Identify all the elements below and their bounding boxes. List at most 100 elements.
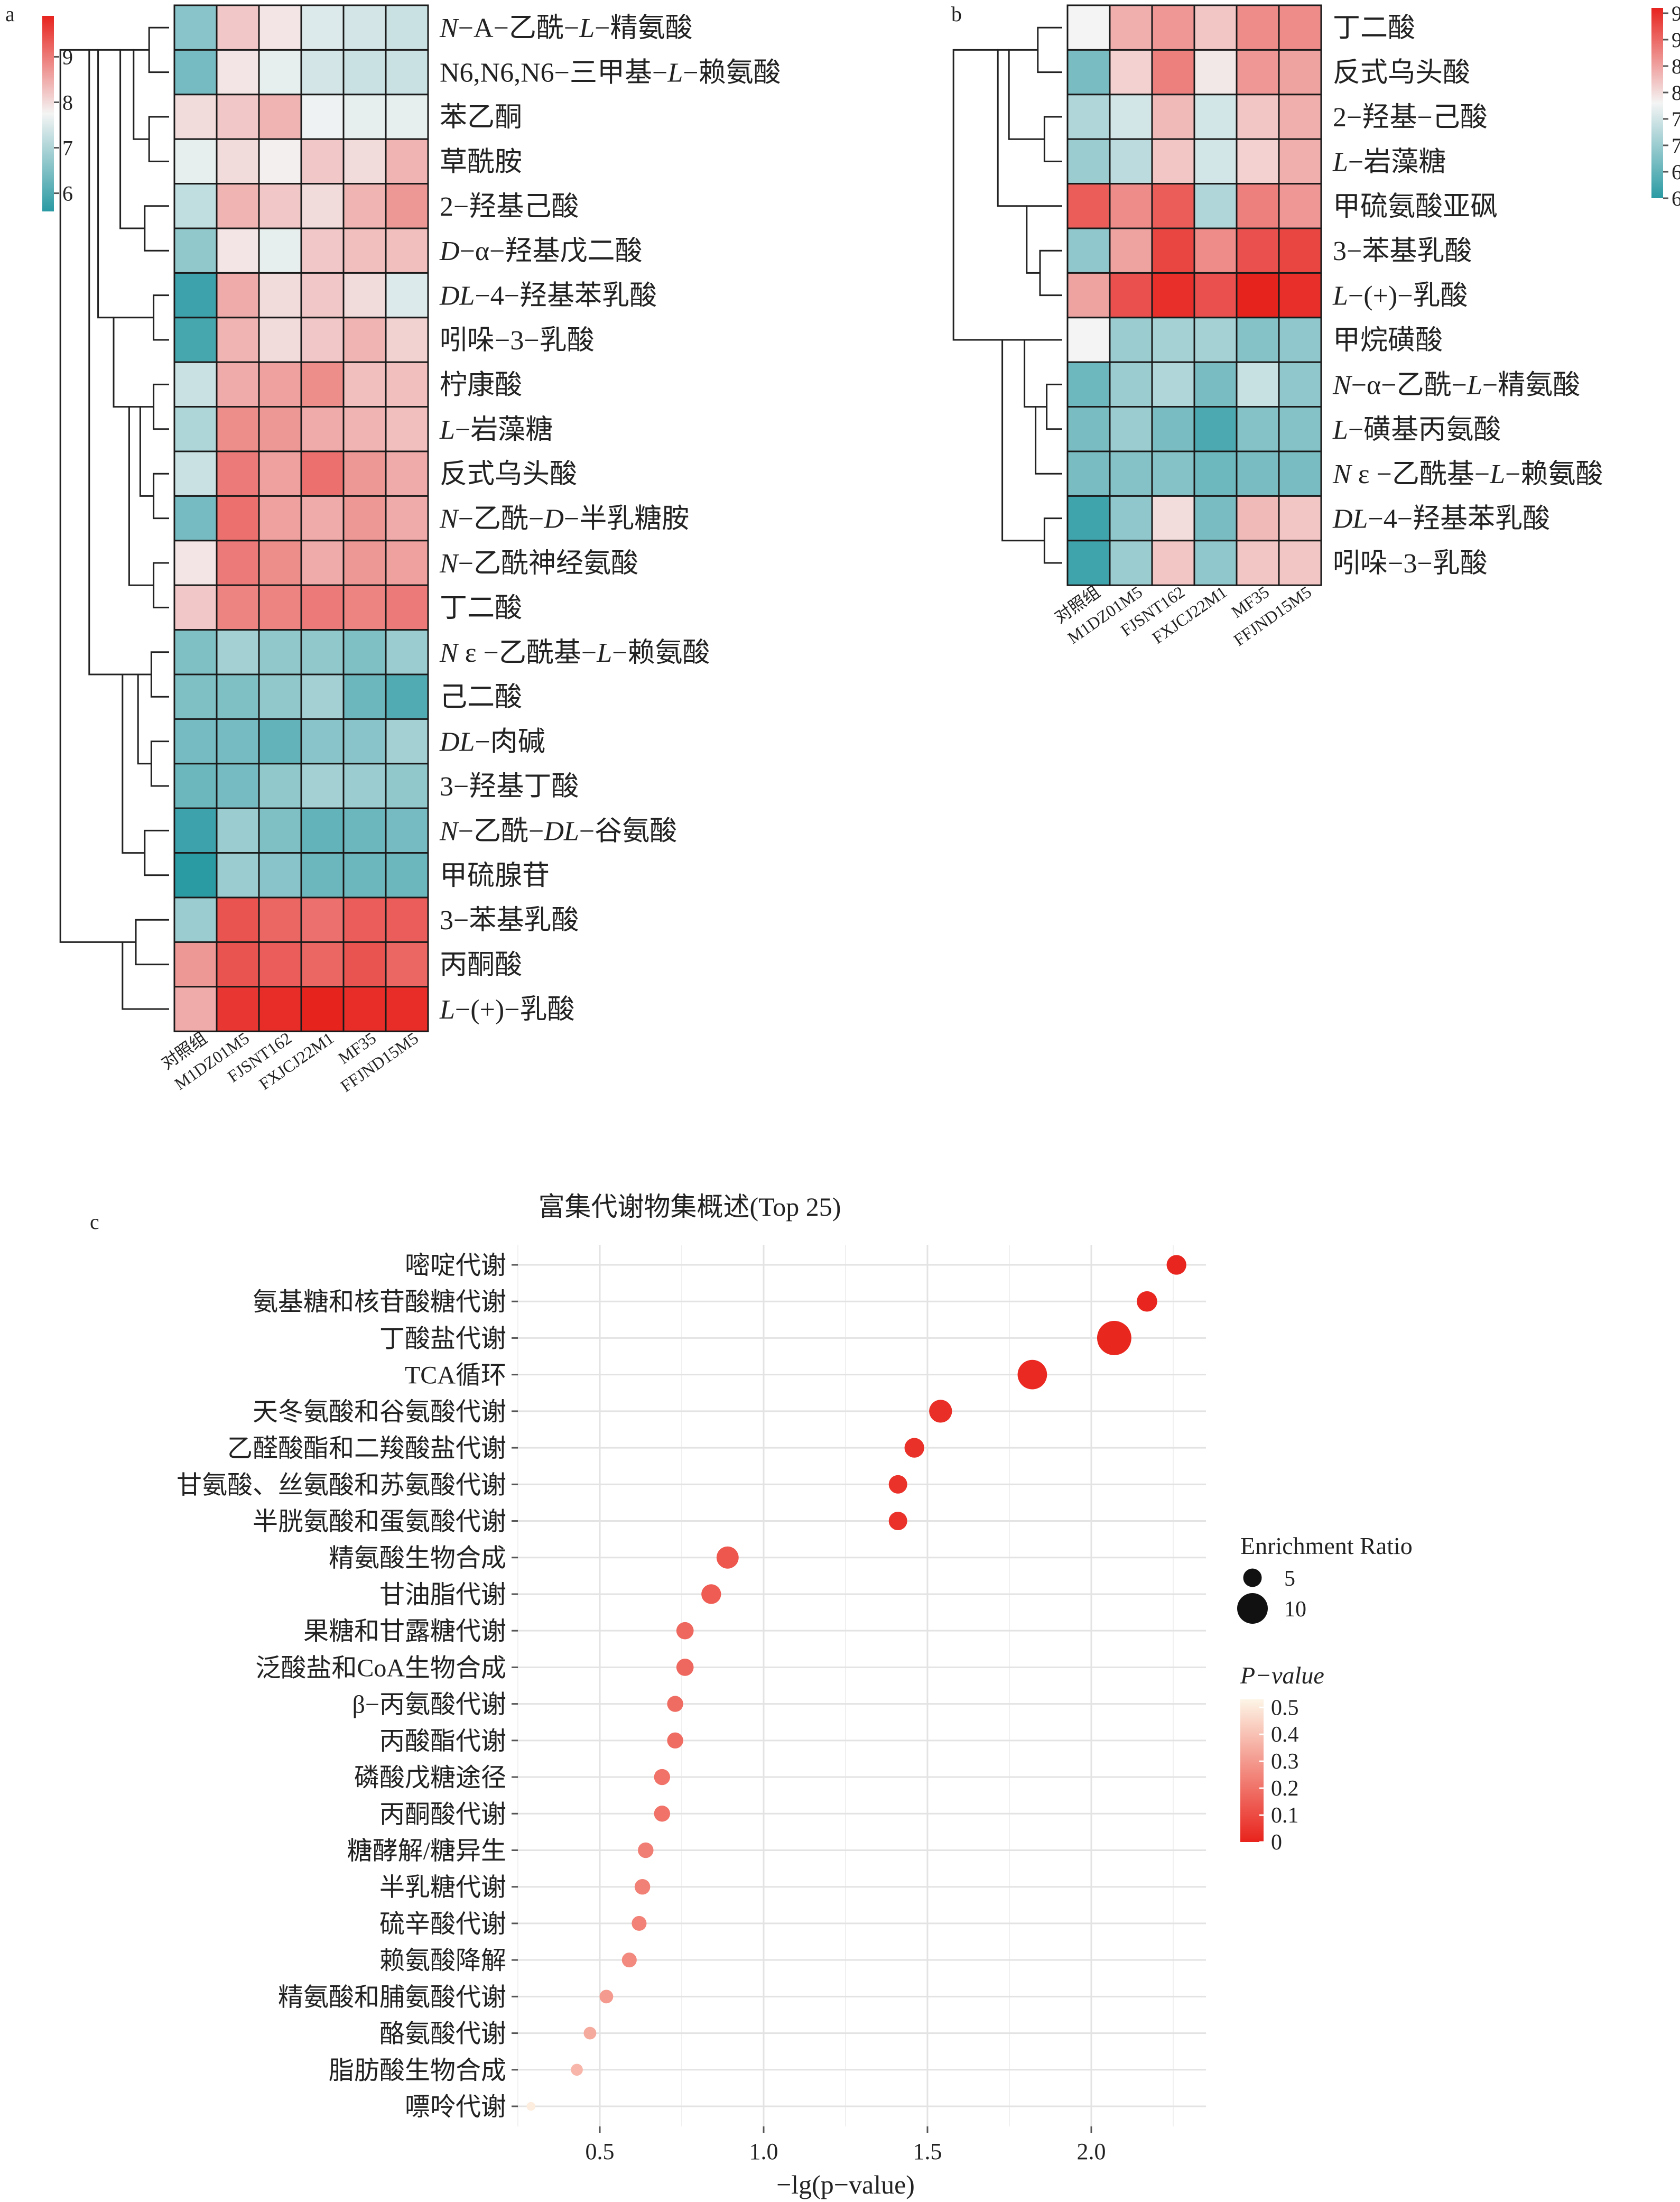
row-label: L−磺基丙氨酸	[1332, 415, 1501, 445]
heatmap-cell	[1109, 317, 1153, 363]
heatmap-cell	[258, 317, 302, 363]
dendrogram-link	[150, 651, 169, 698]
pvalue-legend-gradient	[1240, 1699, 1264, 1842]
row-label: DL−4−羟基苯乳酸	[1332, 504, 1550, 534]
bubble-point	[634, 1879, 651, 1895]
row-label: 甲硫氨酸亚砜	[1333, 192, 1498, 222]
heatmap-cell	[216, 49, 260, 96]
heatmap-cell	[342, 272, 387, 319]
row-label: N−α−乙酰−L−精氨酸	[1332, 370, 1580, 400]
colorbar-tick-label: 8	[1672, 81, 1680, 105]
row-label: N ε −乙酰基−L−赖氨酸	[439, 638, 710, 668]
heatmap-cell	[385, 406, 429, 452]
pvalue-legend: P−value 00.10.20.30.40.5	[1240, 1662, 1324, 1855]
heatmap-cell	[300, 361, 345, 408]
dendrogram-b	[952, 26, 1062, 564]
heatmap-cell	[1193, 49, 1238, 96]
pathway-label: 天冬氨酸和谷氨酸代谢	[253, 1398, 506, 1426]
bubble-point	[888, 1475, 907, 1494]
heatmap-cell	[258, 629, 302, 676]
heatmap-cell	[300, 183, 345, 229]
heatmap-cell	[1066, 540, 1111, 586]
bubble-point	[1137, 1291, 1157, 1312]
heatmap-cell	[300, 406, 345, 452]
heatmap-cell	[342, 807, 387, 854]
heatmap-cell	[385, 763, 429, 809]
x-tick-label: 1.0	[749, 2139, 778, 2164]
heatmap-cell	[173, 852, 218, 899]
bubble-point	[667, 1696, 683, 1712]
heatmap-cell	[300, 896, 345, 943]
heatmap-cell	[1193, 495, 1238, 542]
heatmap-cell	[216, 272, 260, 319]
heatmap-cell	[173, 183, 218, 229]
size-legend-marker	[1243, 1568, 1262, 1587]
colorbar-a-gradient	[42, 16, 54, 211]
plot-area	[518, 1245, 1206, 2126]
colorbar-tick-label: 8	[62, 90, 73, 114]
row-label: 3−苯基乳酸	[440, 905, 579, 936]
heatmap-cell	[258, 138, 302, 185]
pathway-label: 磷酸戊糖途径	[354, 1764, 506, 1792]
heatmap-cell	[385, 450, 429, 497]
pathway-label: 乙醛酸酯和二羧酸盐代谢	[227, 1435, 506, 1463]
heatmap-cell	[1109, 540, 1153, 586]
dendrogram-link	[113, 317, 154, 408]
heatmap-cell	[342, 227, 387, 274]
heatmap-cell	[385, 986, 429, 1032]
dendrogram-link	[148, 116, 169, 162]
heatmap-cell	[1193, 540, 1238, 586]
heatmap-cell	[300, 450, 345, 497]
heatmap-cell	[385, 941, 429, 988]
heatmap-cell	[1193, 450, 1238, 497]
heatmap-cell	[216, 852, 260, 899]
dendrogram-link	[128, 406, 154, 586]
heatmap-cell	[385, 227, 429, 274]
x-tick-label: 0.5	[586, 2139, 615, 2164]
heatmap-cell	[1151, 361, 1195, 408]
heatmap-cell	[1236, 317, 1280, 363]
heatmap-cell	[1151, 540, 1195, 586]
row-labels-b: 丁二酸反式乌头酸2−羟基−己酸L−岩藻糖甲硫氨酸亚砜3−苯基乳酸L−(+)−乳酸…	[1332, 13, 1603, 579]
dendrogram-link	[153, 294, 169, 341]
heatmap-cell	[300, 227, 345, 274]
heatmap-cell	[300, 807, 345, 854]
heatmap-cell	[216, 450, 260, 497]
heatmap-cell	[1278, 138, 1322, 185]
heatmap-cell	[258, 896, 302, 943]
heatmap-cell	[300, 673, 345, 720]
row-label: 吲哚−3−乳酸	[440, 326, 595, 356]
plot-grid	[517, 1245, 1206, 2126]
pathway-label: 精氨酸和脯氨酸代谢	[278, 1983, 506, 2011]
heatmap-cell	[1278, 450, 1322, 497]
bubble-point	[676, 1622, 694, 1640]
bubble-point	[654, 1769, 671, 1785]
heatmap-cell	[385, 138, 429, 185]
heatmap-cell	[258, 183, 302, 229]
row-label: N−乙酰−D−半乳糖胺	[439, 504, 689, 534]
heatmap-cell	[1109, 450, 1153, 497]
heatmap-cell	[385, 540, 429, 586]
dendrogram-link	[153, 473, 169, 520]
colorbar-tick-label: 9.5	[1672, 2, 1680, 25]
heatmap-cell	[1109, 272, 1153, 319]
row-label: N−A−乙酰−L−精氨酸	[439, 13, 692, 43]
heatmap-cell	[1066, 317, 1111, 363]
heatmap-cell	[216, 763, 260, 809]
dendrogram-link	[139, 406, 154, 497]
row-label: L−岩藻糖	[439, 415, 553, 445]
heatmap-cell	[1236, 450, 1280, 497]
column-labels-b: 对照组M1DZ01M5FJSNT162FXJCJ22M1MF35FFJND15M…	[1051, 582, 1315, 649]
heatmap-cell	[258, 584, 302, 631]
pvalue-legend-label: 0.1	[1271, 1803, 1299, 1828]
pathway-label: 果糖和甘露糖代谢	[303, 1617, 506, 1645]
heatmap-cell	[216, 896, 260, 943]
heatmap-cell	[1193, 4, 1238, 51]
dendrogram-link	[153, 562, 169, 608]
heatmap-cell	[385, 718, 429, 765]
chart-title: 富集代谢物集概述(Top 25)	[539, 1192, 841, 1222]
heatmap-cell	[1066, 49, 1111, 96]
heatmap-cell	[1066, 94, 1111, 140]
heatmap-panel-b: b 66.577.588.599.5 丁二酸反式乌头酸2−羟基−己酸L−岩藻糖甲…	[951, 2, 1680, 650]
heatmap-cell	[1278, 406, 1322, 452]
